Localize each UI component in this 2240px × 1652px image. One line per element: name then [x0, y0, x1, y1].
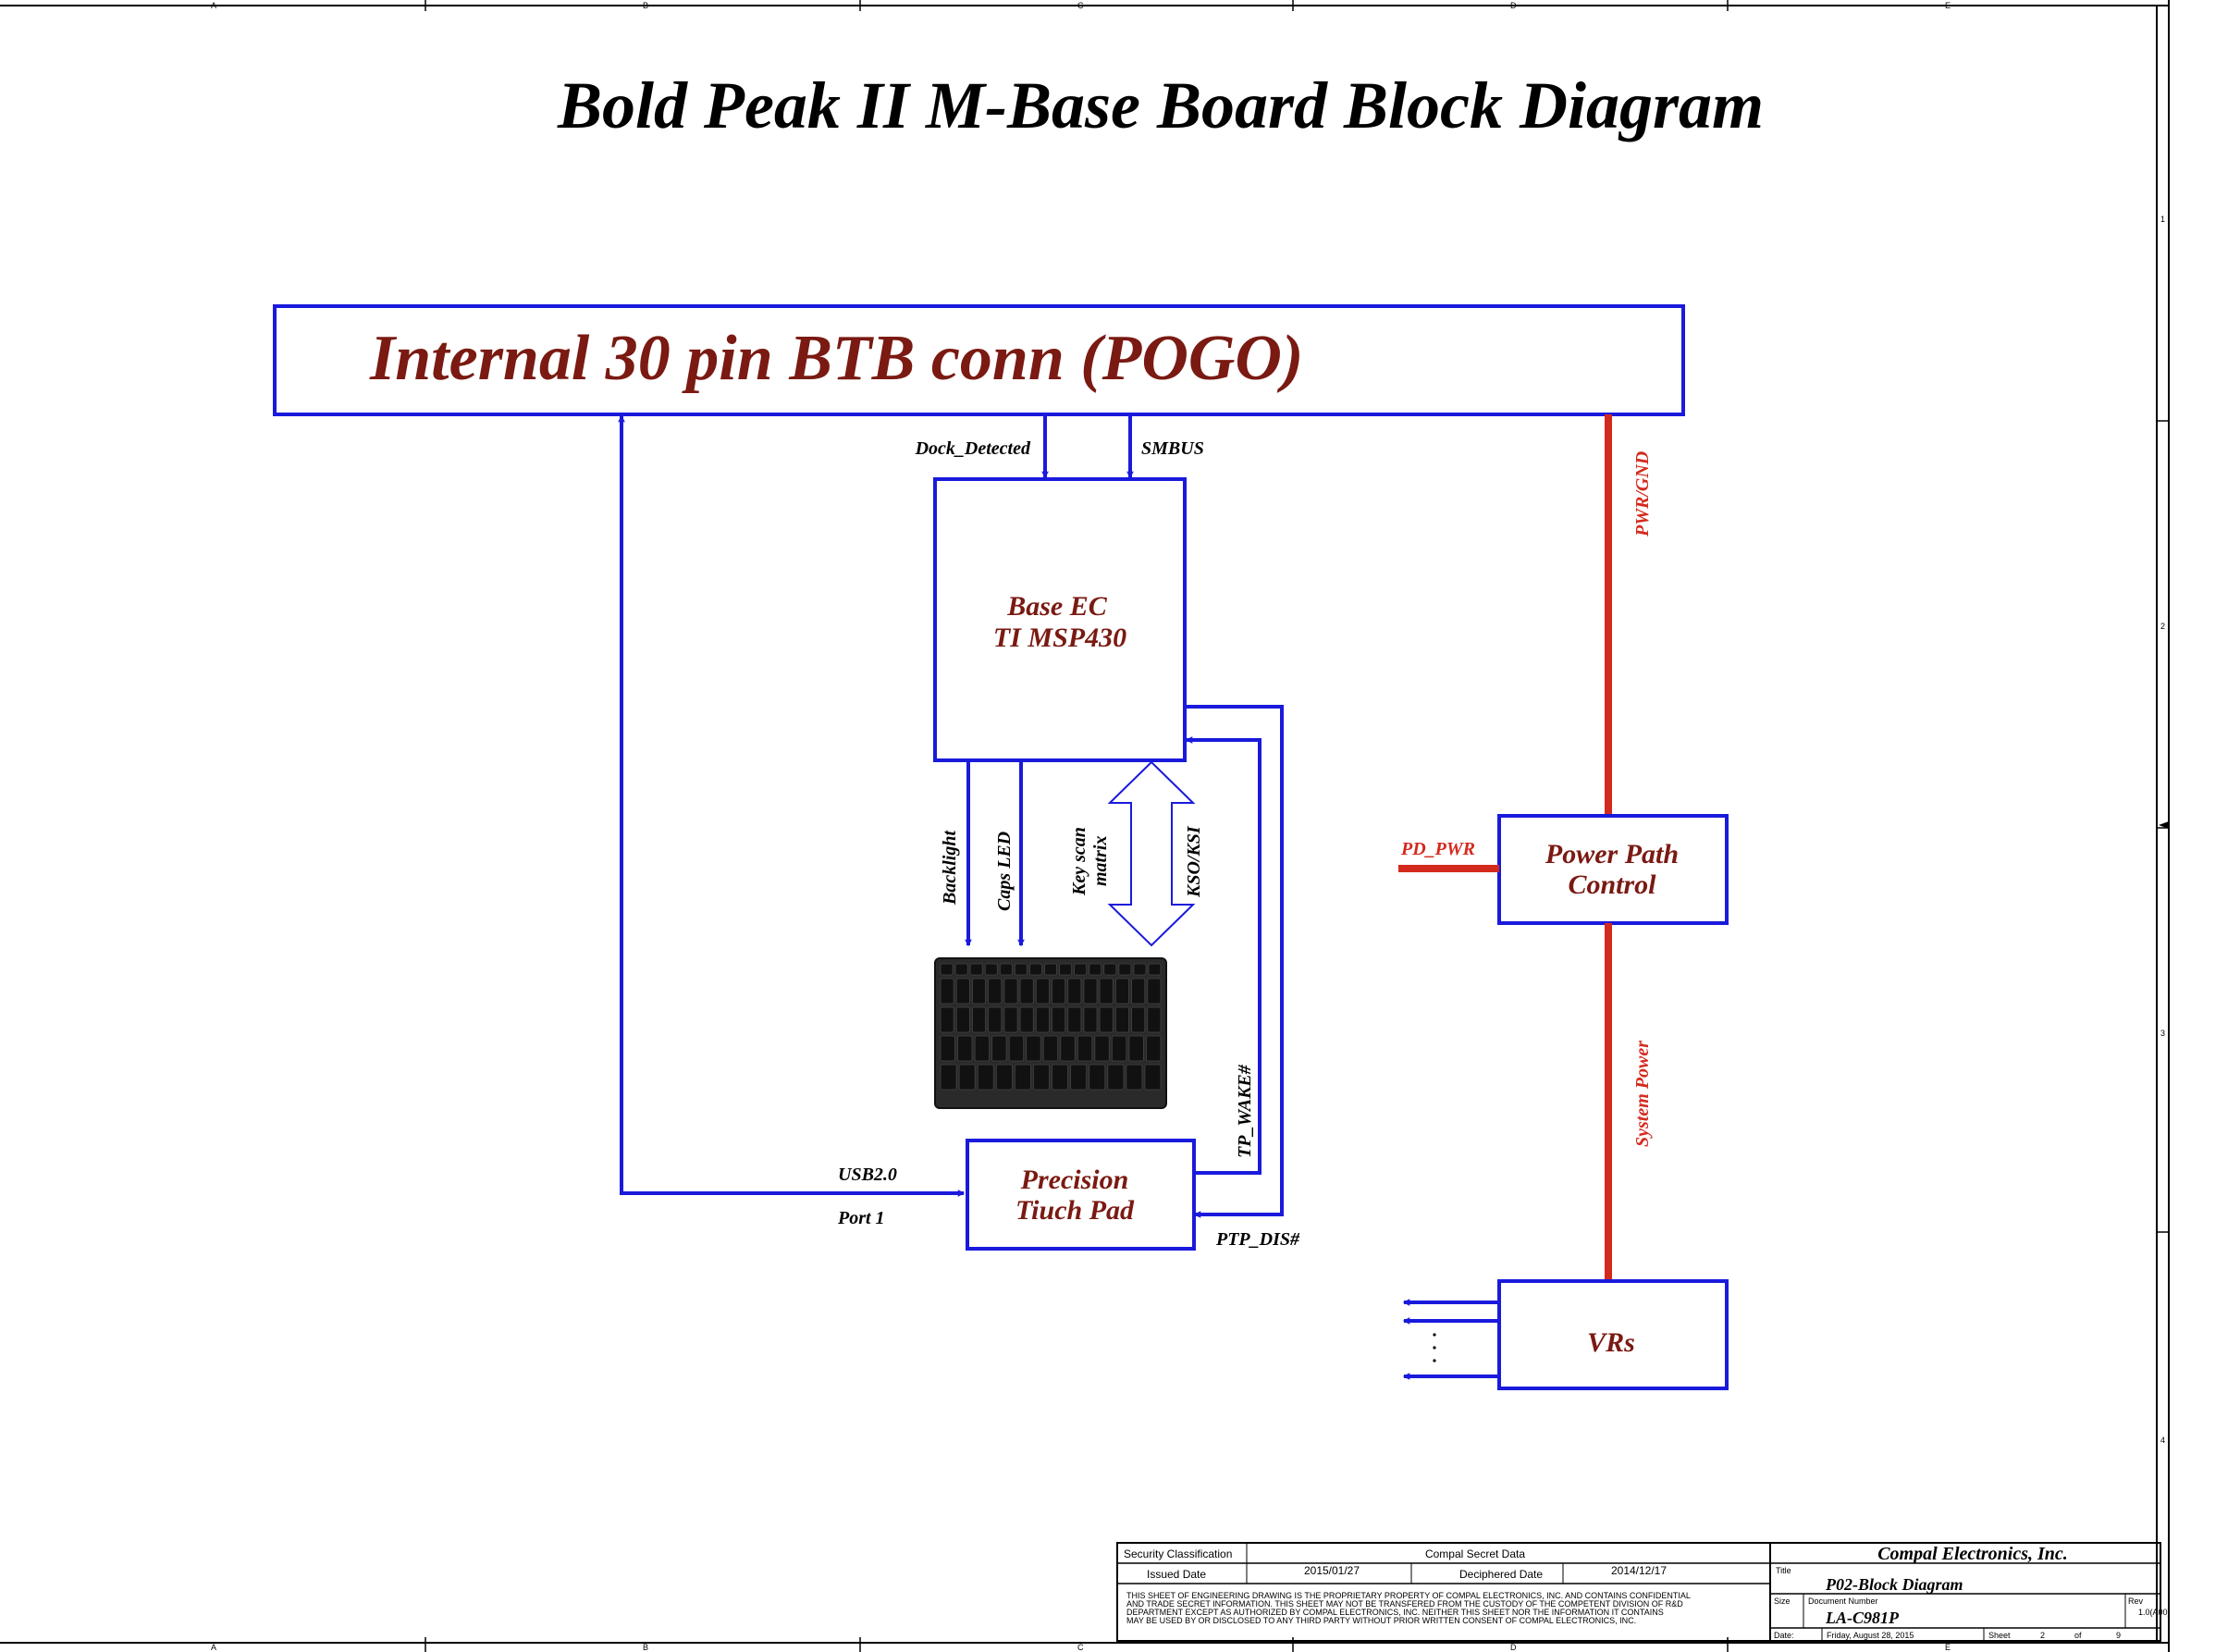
- diagram-title: Bold Peak II M-Base Board Block Diagram: [557, 68, 1764, 142]
- base-ec-label-line2: TI MSP430: [993, 623, 1126, 653]
- port-label: Port 1: [837, 1208, 885, 1228]
- ptp-dis-line: [1187, 705, 1284, 1214]
- key-scan-label-1: Key scan: [1069, 827, 1089, 896]
- touchpad-label-line1: Precision: [1020, 1165, 1129, 1195]
- zone-label-col: B: [643, 1643, 648, 1652]
- pogo-connector-block: [273, 304, 1685, 416]
- zone-label-col: B: [643, 1, 648, 10]
- tp-wake-line: [1187, 740, 1262, 1175]
- vrs-block: [1497, 1279, 1729, 1390]
- pwr-gnd-label: PWR/GND: [1632, 451, 1653, 537]
- security-class-label: Security Classification: [1124, 1547, 1232, 1560]
- base-ec-label-line1: Base EC: [1006, 591, 1108, 622]
- power-path-label-line2: Control: [1568, 869, 1656, 900]
- zone-label-row: 4: [2160, 1436, 2165, 1445]
- company-name: Compal Electronics, Inc.: [1877, 1544, 2068, 1564]
- document-number-label: Document Number: [1808, 1597, 1878, 1606]
- date-value: Friday, August 28, 2015: [1827, 1631, 1914, 1640]
- usb-line: [622, 416, 964, 1193]
- smbus-label: SMBUS: [1141, 438, 1204, 459]
- pogo-connector-label: Internal 30 pin BTB conn (POGO): [369, 323, 1303, 394]
- vrs-label: VRs: [1587, 1327, 1635, 1358]
- sheet-number: 2: [2040, 1631, 2045, 1640]
- power-path-label-line1: Power Path: [1545, 839, 1679, 869]
- sheet-total: 9: [2116, 1631, 2121, 1640]
- rev-label: Rev: [2128, 1597, 2144, 1606]
- issued-date-label: Issued Date: [1147, 1568, 1206, 1581]
- caps-led-label: Caps LED: [994, 832, 1015, 911]
- of-label: of: [2074, 1631, 2082, 1640]
- document-number-value: LA-C981P: [1825, 1609, 1900, 1627]
- zone-label-col: E: [1945, 1, 1951, 10]
- sheet-title-value: P02-Block Diagram: [1825, 1575, 1963, 1594]
- deciphered-date-value: 2014/12/17: [1611, 1564, 1667, 1577]
- sheet-border: A B C D E A B C D E 1 2 3 4: [0, 0, 2170, 1652]
- proprietary-notice: THIS SHEET OF ENGINEERING DRAWING IS THE…: [1126, 1591, 1691, 1600]
- size-label: Size: [1774, 1597, 1791, 1606]
- proprietary-notice: DEPARTMENT EXCEPT AS AUTHORIZED BY COMPA…: [1126, 1608, 1664, 1617]
- title-block: [1116, 1542, 2161, 1642]
- title-field-label: Title: [1776, 1566, 1791, 1575]
- proprietary-notice: AND TRADE SECRET INFORMATION. THIS SHEET…: [1126, 1599, 1683, 1609]
- dock-detected-label: Dock_Detected: [915, 438, 1031, 459]
- ptp-dis-label: PTP_DIS#: [1215, 1229, 1300, 1250]
- usb-label: USB2.0: [838, 1165, 897, 1185]
- pd-pwr-label: PD_PWR: [1400, 839, 1475, 859]
- tp-wake-label: TP_WAKE#: [1235, 1064, 1255, 1158]
- key-scan-label-2: matrix: [1090, 836, 1111, 886]
- date-label: Date:: [1774, 1631, 1794, 1640]
- issued-date-value: 2015/01/27: [1304, 1564, 1360, 1577]
- sheet-label: Sheet: [1988, 1631, 2011, 1640]
- zone-label-row: 3: [2160, 1029, 2165, 1038]
- zone-label-col: D: [1510, 1643, 1517, 1652]
- center-mark-icon: [2159, 821, 2169, 829]
- zone-label-col: A: [211, 1, 216, 10]
- rev-value: 1.0(A00): [2138, 1608, 2171, 1617]
- zone-label-col: C: [1077, 1643, 1084, 1652]
- system-power-label: System Power: [1632, 1041, 1653, 1147]
- proprietary-notice: MAY BE USED BY OR DISCLOSED TO ANY THIRD…: [1126, 1616, 1636, 1625]
- security-class-value: Compal Secret Data: [1425, 1547, 1525, 1560]
- zone-label-col: A: [211, 1643, 216, 1652]
- backlight-label: Backlight: [940, 830, 960, 906]
- zone-label-row: 2: [2160, 622, 2165, 631]
- touchpad-label-line2: Tiuch Pad: [1015, 1195, 1135, 1226]
- kso-ksi-bus-arrow: [1107, 760, 1196, 947]
- kso-ksi-label: KSO/KSI: [1184, 825, 1204, 898]
- keyboard-image: [934, 957, 1167, 1109]
- zone-label-col: E: [1945, 1643, 1951, 1652]
- vr-output-ellipsis: [1433, 1333, 1436, 1362]
- zone-label-col: D: [1510, 1, 1517, 10]
- deciphered-date-label: Deciphered Date: [1459, 1568, 1543, 1581]
- zone-label-col: C: [1077, 1, 1084, 10]
- zone-label-row: 1: [2160, 215, 2165, 224]
- touchpad-block: [966, 1139, 1196, 1251]
